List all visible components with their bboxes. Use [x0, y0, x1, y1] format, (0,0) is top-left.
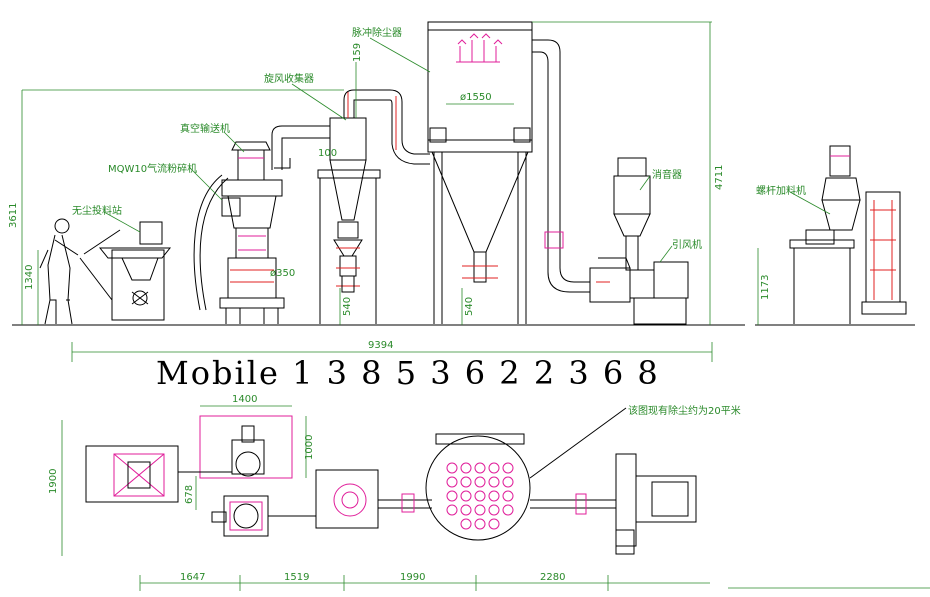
elevation-view: [12, 21, 915, 362]
label-screw-feeder: 螺杆加料机: [756, 184, 806, 197]
cyclone-collector: [317, 89, 430, 324]
dim-1400: 1400: [232, 394, 257, 405]
label-dust-area-note: 该图现有除尘约为20平米: [628, 404, 741, 417]
worker-figure: [39, 218, 79, 325]
dim-540-right: 540: [464, 297, 475, 316]
dim-1990: 1990: [400, 572, 425, 583]
dim-2280: 2280: [540, 572, 565, 583]
screw-feeder: [789, 145, 907, 324]
filter-bag-grid: [446, 462, 514, 530]
elevation-dimensions: [21, 21, 759, 362]
phone-watermark: Mobile 1 3 8 5 3 6 2 2 3 6 8: [156, 354, 660, 392]
label-induced-fan: 引风机: [672, 238, 702, 251]
pulse-dust-collector: [427, 21, 590, 324]
dim-1173: 1173: [760, 275, 771, 300]
plan-view: [61, 405, 930, 591]
label-dust-free-station: 无尘投料站: [72, 204, 122, 217]
label-pulse-dust-collector: 脉冲除尘器: [352, 26, 402, 39]
dim-1340: 1340: [24, 265, 35, 290]
dim-350: ø350: [270, 268, 295, 279]
dim-1000: 1000: [304, 435, 315, 460]
dim-1647: 1647: [180, 572, 205, 583]
dust-free-feeding-station: [79, 221, 172, 321]
silencer: [613, 157, 651, 271]
label-cyclone-collector: 旋风收集器: [264, 72, 314, 85]
dim-100: 100: [318, 148, 337, 159]
dim-1900: 1900: [48, 469, 59, 494]
label-vacuum-conveyor: 真空输送机: [180, 122, 230, 135]
jet-mill-mqw10: [193, 141, 285, 324]
dim-1519: 1519: [284, 572, 309, 583]
dim-540-left: 540: [342, 297, 353, 316]
dim-4711: 4711: [714, 165, 725, 190]
induced-draft-fan: [589, 257, 689, 325]
label-jet-mill: MQW10气流粉碎机: [108, 162, 197, 175]
dim-3611: 3611: [8, 203, 19, 228]
dim-1550: ø1550: [460, 92, 492, 103]
dim-678: 678: [184, 485, 195, 504]
dim-9394: 9394: [368, 340, 393, 351]
label-silencer: 消音器: [652, 168, 682, 181]
dim-159: 159: [352, 43, 363, 62]
